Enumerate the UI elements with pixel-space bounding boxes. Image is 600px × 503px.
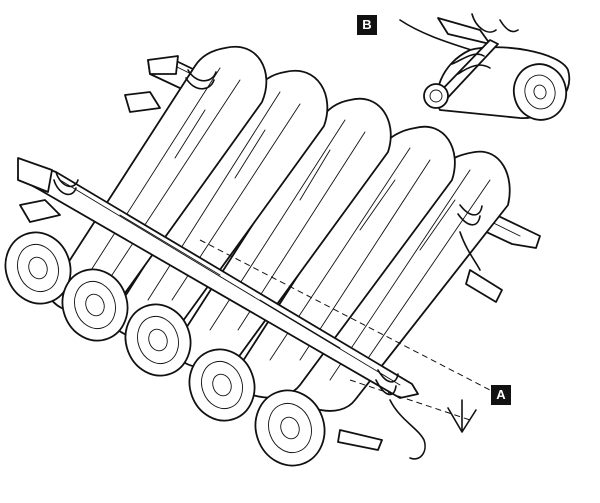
callout-a: A <box>491 385 511 405</box>
inset-b-detail <box>399 13 571 121</box>
log-end-4 <box>188 348 256 422</box>
front-crosspole <box>17 157 419 399</box>
lashing-front-right <box>375 369 426 460</box>
lashing-front-left <box>53 171 79 196</box>
lashing-back-right <box>457 204 483 271</box>
log-end-1 <box>4 231 72 305</box>
stake-left <box>19 91 161 223</box>
lashing-back-left <box>185 69 217 90</box>
stake-right <box>337 269 503 451</box>
log-end-3 <box>124 303 192 377</box>
log-end-5 <box>254 389 326 467</box>
log-end-2 <box>61 268 129 342</box>
guide-lines <box>199 239 491 433</box>
callout-b: B <box>357 15 377 35</box>
